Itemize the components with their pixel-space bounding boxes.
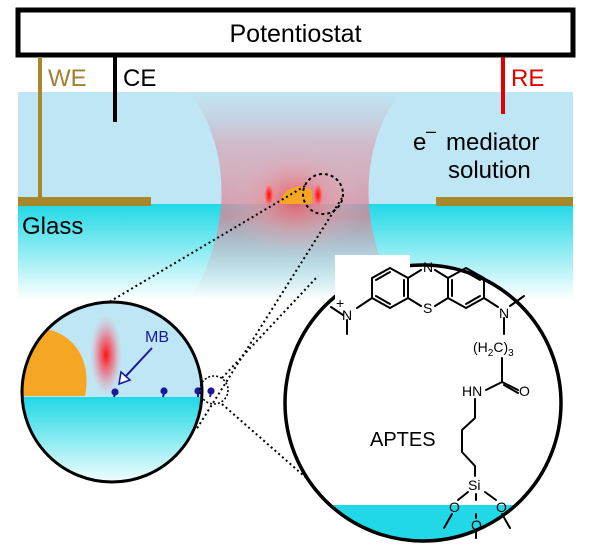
- mediator-label-line2: solution: [448, 157, 531, 184]
- atom-si: Si: [468, 477, 480, 493]
- zoom-region-circle: [302, 173, 344, 215]
- we-gold-film: [18, 197, 151, 206]
- atom-o-right: O: [496, 499, 507, 515]
- propyl-chain: [461, 398, 476, 477]
- mb-molecule-4: [207, 387, 215, 398]
- we-label: WE: [48, 65, 87, 92]
- inset-right: [283, 263, 563, 543]
- zoom-line-right-b: [221, 403, 321, 491]
- atom-o-left: O: [449, 499, 460, 515]
- atom-n-right: N: [499, 305, 509, 321]
- mb-middle-ring: [407, 269, 449, 307]
- atom-o-carbonyl: O: [519, 383, 530, 399]
- atom-hn: HN: [462, 383, 482, 399]
- mediator-label-minus: –: [426, 121, 436, 141]
- ce-label: CE: [123, 65, 156, 92]
- siloxane-bonds: [443, 491, 511, 539]
- atom-n-plus: N: [342, 307, 352, 323]
- laser-spot-right: [313, 183, 323, 207]
- mb-molecule-1: [111, 388, 119, 398]
- mb-arrow: [124, 347, 153, 378]
- mb-right-amine: [483, 295, 525, 335]
- atom-s: S: [423, 300, 432, 316]
- laser-spot-left: [264, 183, 274, 207]
- atom-plus: +: [336, 295, 344, 311]
- mb-left-amine: [330, 297, 373, 335]
- zoom-line-left-b: [195, 197, 343, 431]
- atom-o-bottom: O: [471, 517, 482, 533]
- mb-label: MB: [145, 329, 169, 346]
- inset-zoom-circle: [199, 375, 229, 405]
- mb-arrow-head: [117, 370, 132, 386]
- mediator-label-e: e: [413, 129, 426, 156]
- potentiostat-label: Potentiostat: [229, 20, 361, 48]
- glass-label: Glass: [22, 213, 83, 240]
- mb-right-ring: [447, 267, 485, 309]
- re-label: RE: [511, 65, 544, 92]
- potentiostat-box: [15, 7, 576, 58]
- mediator-label-line1: mediator: [446, 129, 539, 156]
- atom-n-top: N: [423, 259, 433, 275]
- amide-group: [485, 371, 519, 394]
- mb-molecule-2: [160, 387, 168, 398]
- aptes-label: APTES: [370, 429, 436, 451]
- zoom-line-right-a: [221, 275, 319, 379]
- re-gold-film: [436, 197, 573, 206]
- atom-h2c: (H2C)3: [473, 339, 514, 359]
